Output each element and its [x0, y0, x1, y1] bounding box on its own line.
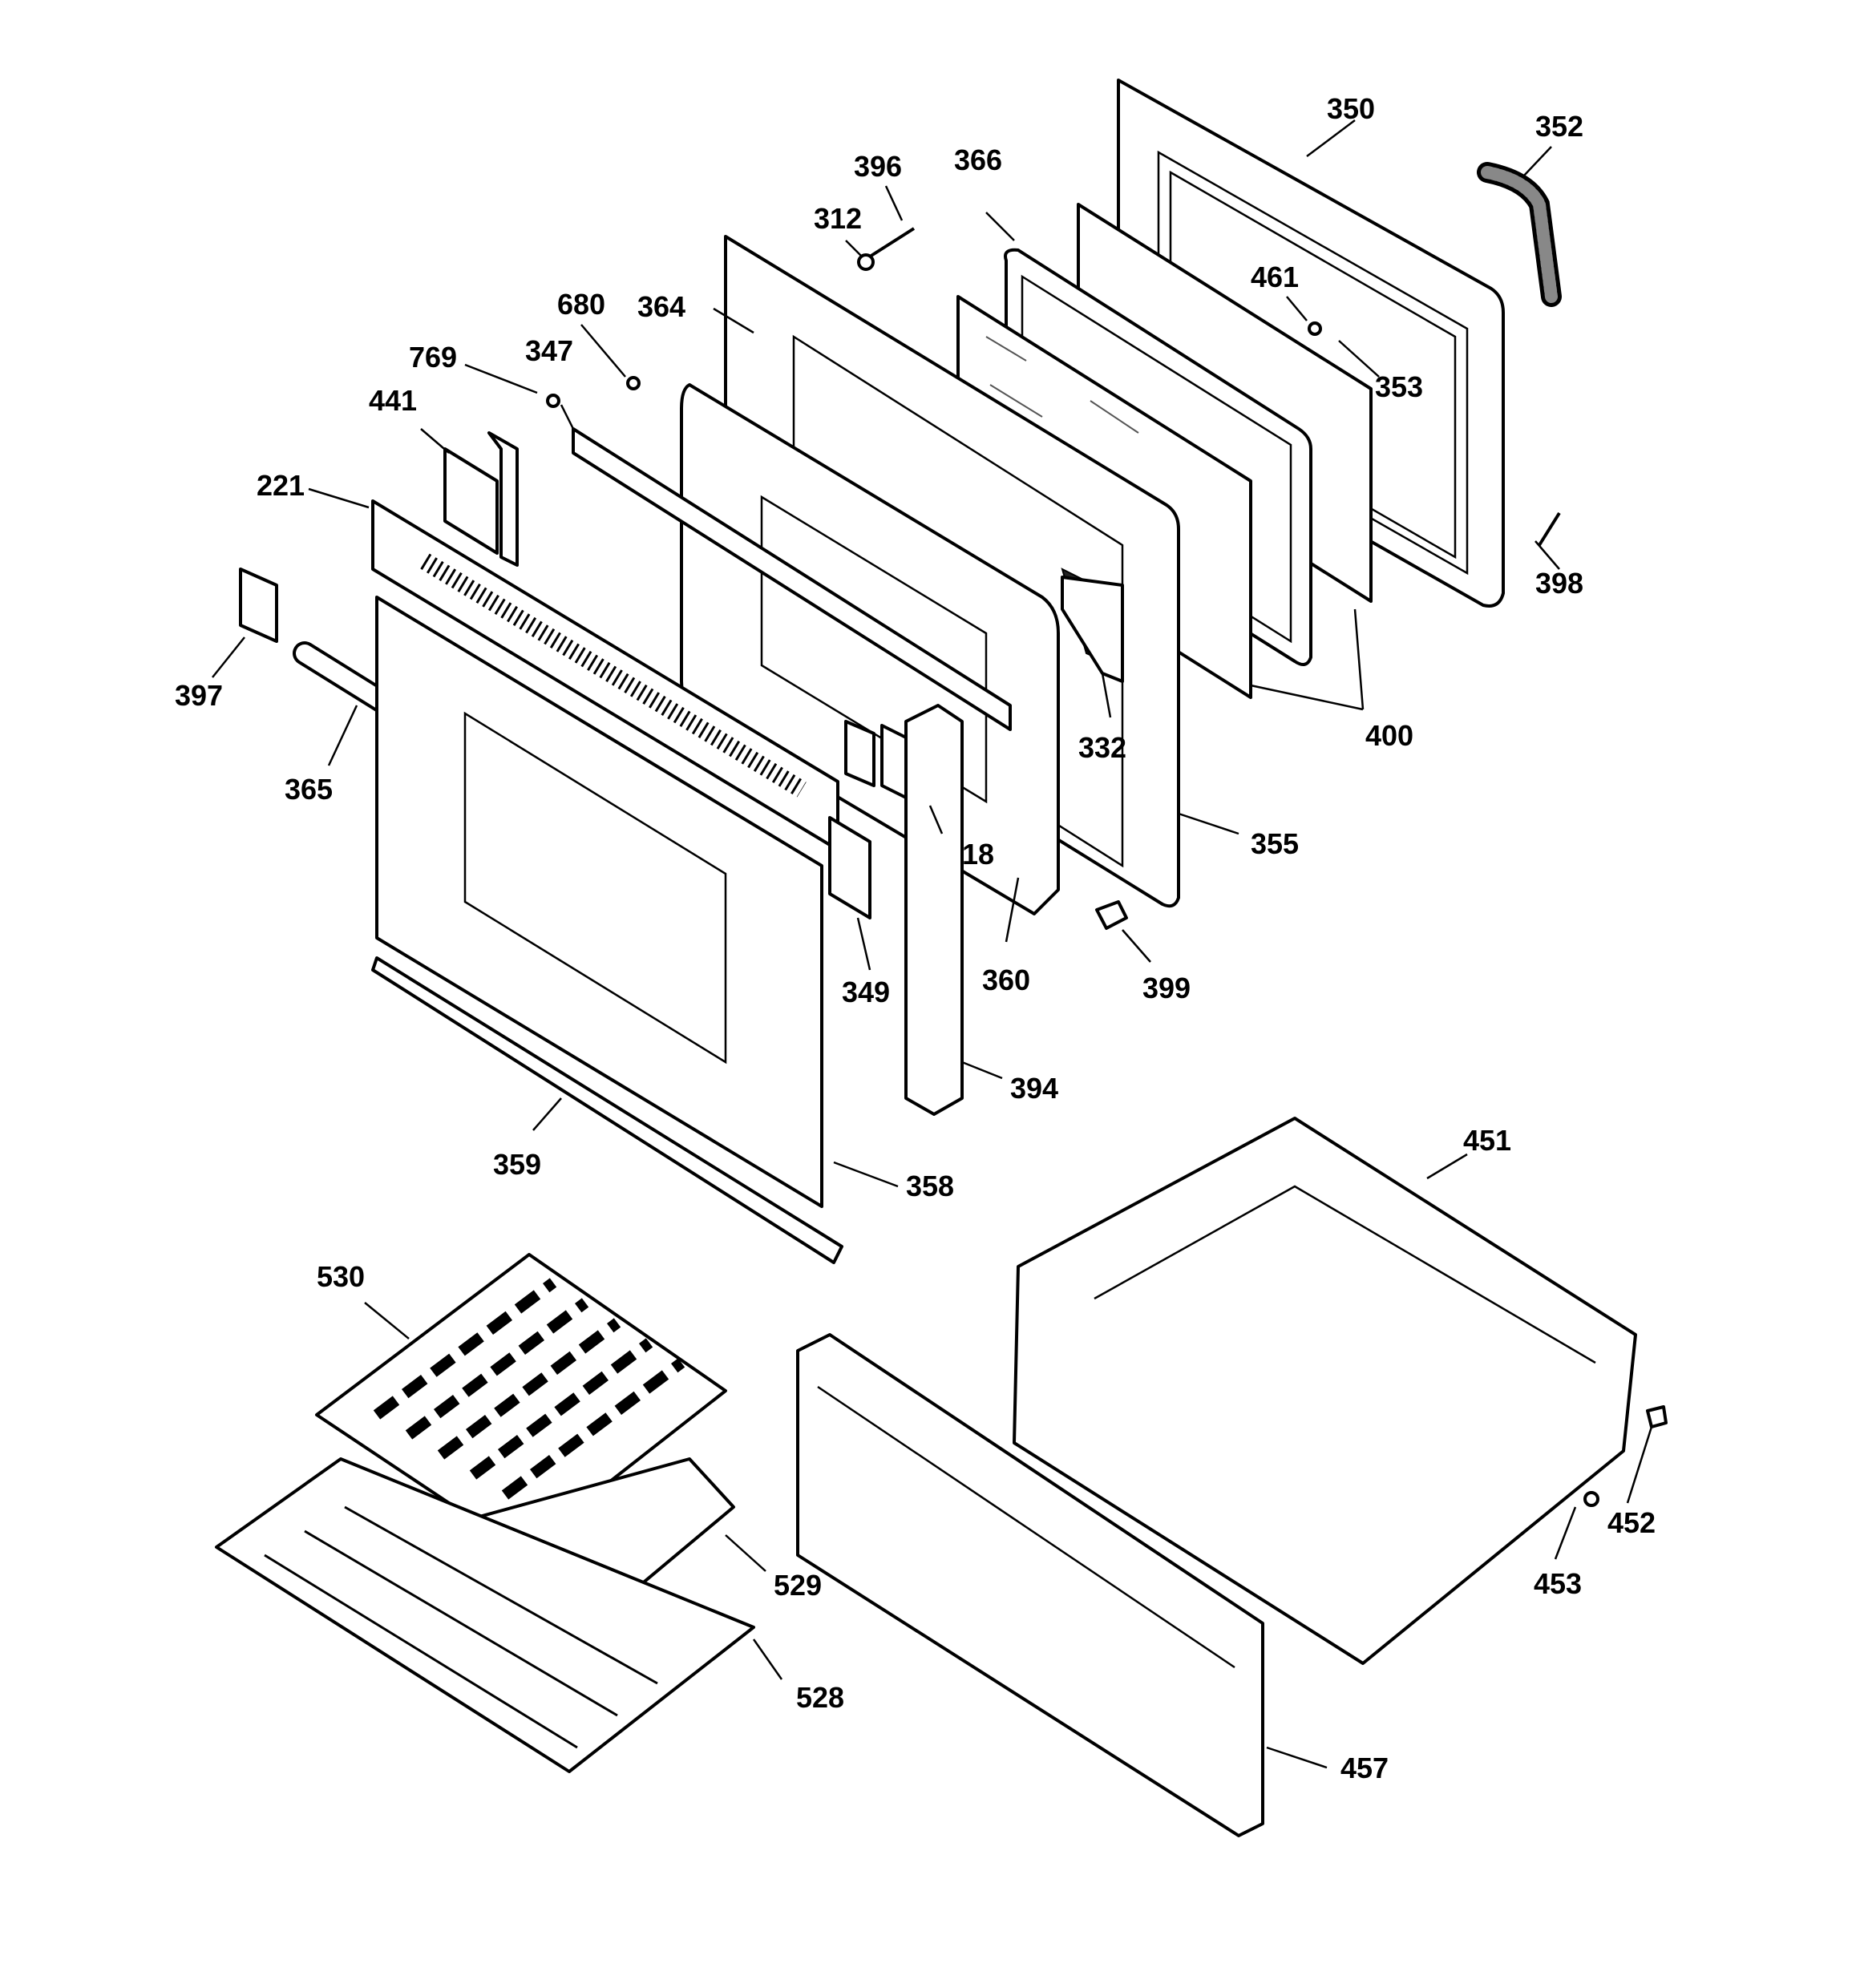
callout-350: 350: [1327, 92, 1375, 125]
callout-332: 332: [1078, 731, 1126, 764]
callout-451: 451: [1463, 1124, 1511, 1157]
callout-355: 355: [1251, 827, 1299, 860]
drawer-body-451: [1013, 1117, 1637, 1665]
callout-358: 358: [906, 1170, 954, 1202]
side-trim-394: [904, 704, 964, 1116]
callout-398: 398: [1535, 567, 1583, 600]
callout-352: 352: [1535, 110, 1583, 143]
callout-347: 347: [525, 334, 573, 367]
callout-457: 457: [1340, 1752, 1389, 1784]
callout-364: 364: [637, 290, 685, 323]
gasket-strip-349: [828, 816, 871, 919]
callout-366: 366: [954, 143, 1002, 176]
callout-312: 312: [814, 202, 862, 235]
callout-18: 18: [962, 838, 994, 871]
callout-529: 529: [774, 1569, 822, 1602]
callout-441: 441: [369, 384, 417, 417]
callout-360: 360: [982, 964, 1030, 996]
callout-528: 528: [796, 1681, 844, 1714]
callout-365: 365: [285, 773, 333, 806]
callout-221: 221: [257, 469, 305, 502]
callout-353: 353: [1375, 370, 1423, 403]
latch-332: [1061, 576, 1124, 683]
top-channel-347: [572, 427, 1012, 731]
oven-rack-528: [215, 1457, 755, 1773]
callout-349: 349: [842, 976, 890, 1008]
callout-397: 397: [175, 679, 223, 712]
bottom-trim-359: [371, 956, 843, 1264]
callout-359: 359: [493, 1148, 541, 1181]
callout-530: 530: [317, 1260, 365, 1293]
callout-453: 453: [1534, 1567, 1582, 1600]
hinge-bracket-441: [443, 431, 519, 567]
callout-399: 399: [1142, 972, 1191, 1004]
callout-680: 680: [557, 288, 605, 321]
door-gasket-352: [1477, 162, 1562, 307]
callout-396: 396: [854, 150, 902, 183]
outer-door-358: [375, 596, 823, 1208]
callout-400: 400: [1365, 719, 1413, 752]
screws: [546, 227, 1668, 1507]
callout-452: 452: [1607, 1506, 1656, 1539]
leader-lines: [212, 119, 1653, 1769]
callout-labels: 350 352 396 366 312 461 680 364 769 347 …: [175, 92, 1656, 1784]
drawer-front-457: [796, 1333, 1264, 1837]
callout-394: 394: [1010, 1072, 1058, 1105]
bumper-399: [1095, 900, 1128, 930]
end-cap-397: [239, 568, 278, 643]
callout-769: 769: [409, 341, 457, 374]
callout-461: 461: [1251, 261, 1299, 293]
